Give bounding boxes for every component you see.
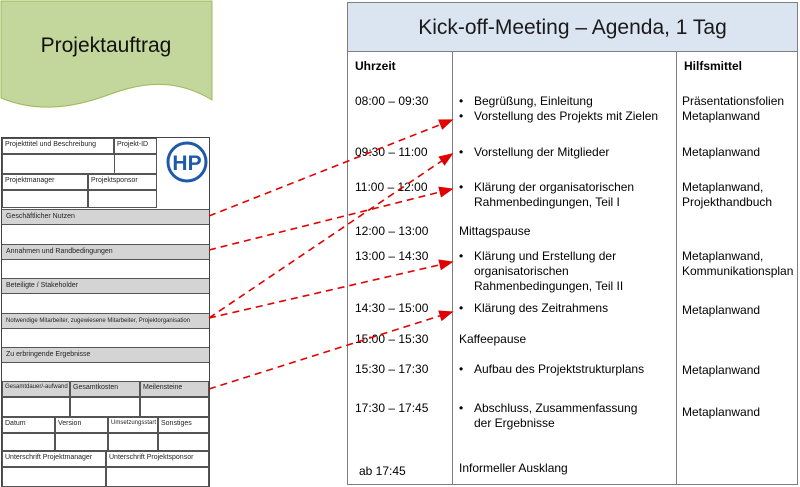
field-milestones-value <box>140 397 209 417</box>
agenda-item: Aufbau des Projektstrukturplans <box>459 362 674 377</box>
agenda-item: Vorstellung der Mitglieder <box>459 145 674 160</box>
agenda-time: ab 17:45 <box>359 464 406 478</box>
kickoff-agenda-panel: Kick-off-Meeting – Agenda, 1 Tag Uhrzeit… <box>347 2 798 485</box>
field-stakeholders: Beteiligte / Stakeholder <box>2 278 209 294</box>
column-header-time: Uhrzeit <box>355 59 396 73</box>
agenda-break: Mittagspause <box>459 224 531 238</box>
agenda-tool: Metaplanwand <box>682 363 761 377</box>
field-assumptions: Annahmen und Randbedingungen <box>2 244 209 260</box>
column-header-tools: Hilfsmittel <box>684 59 743 73</box>
agenda-time: 15:30 – 17:30 <box>355 362 429 376</box>
field-manager-value <box>2 190 88 208</box>
field-cost: Gesamtkosten <box>70 381 140 397</box>
agenda-tool: Metaplanwand, <box>682 180 764 194</box>
field-sponsor-value <box>88 190 157 208</box>
agenda-tool: Kommunikationsplan <box>682 264 794 278</box>
agenda-item: Vorstellung des Projekts mit Zielen <box>459 109 674 124</box>
agenda-time: 09:30 – 11:00 <box>355 145 428 159</box>
agenda-time: 12:00 – 13:00 <box>355 224 429 238</box>
agenda-time: 11:00 – 12:00 <box>355 180 428 194</box>
field-signature-sponsor-value <box>106 467 209 487</box>
field-effort-value <box>2 397 70 417</box>
agenda-time: 13:00 – 14:30 <box>355 249 429 263</box>
column-divider <box>676 52 677 484</box>
field-effort: Gesamtdauer/-aufwand <box>2 381 70 397</box>
agenda-time: 08:00 – 09:30 <box>355 94 429 108</box>
agenda-item: Begrüßung, Einleitung <box>459 94 674 109</box>
agenda-tool: Präsentationsfolien <box>682 94 785 108</box>
svg-text:HP: HP <box>172 152 201 175</box>
field-signature-manager-value <box>2 467 106 487</box>
agenda-title: Kick-off-Meeting – Agenda, 1 Tag <box>348 3 797 52</box>
agenda-item: Klärung des Zeitrahmens <box>459 301 674 316</box>
agenda-tool: Metaplanwand <box>682 109 761 123</box>
field-signature-manager: Unterschrift Projektmanager <box>2 451 106 467</box>
field-date-value <box>2 433 55 451</box>
agenda-tool: Metaplanwand <box>682 405 761 419</box>
field-project-id-value <box>114 154 157 174</box>
field-version-value <box>55 433 108 451</box>
agenda-item: Klärung der organisatorischen Rahmenbedi… <box>459 180 660 210</box>
field-deliverables: Zu erbringende Ergebnisse <box>2 347 209 363</box>
agenda-time: 14:30 – 15:00 <box>355 301 429 315</box>
agenda-tool: Metaplanwand <box>682 303 761 317</box>
field-milestones: Meilensteine <box>140 381 209 397</box>
field-staff: Notwendige Mitarbeiter, zugewiesene Mita… <box>2 313 209 329</box>
agenda-item: Abschluss, Zusammenfassung der Ergebniss… <box>459 401 654 431</box>
field-date: Datum <box>2 417 55 433</box>
projektauftrag-document-shape <box>0 0 213 108</box>
agenda-item: Klärung und Erstellung der organisatoris… <box>459 249 644 294</box>
agenda-tool: Metaplanwand, <box>682 249 764 263</box>
agenda-time: 17:30 – 17:45 <box>355 401 429 415</box>
agenda-tool: Projekthandbuch <box>682 195 773 209</box>
field-signature-sponsor: Unterschrift Projektsponsor <box>106 451 209 467</box>
field-project-id: Projekt-ID <box>114 138 157 154</box>
field-other: Sonstiges <box>158 417 209 433</box>
field-version: Version <box>55 417 108 433</box>
project-order-form: Projekttitel und Beschreibung Projekt-ID… <box>1 137 210 487</box>
field-start: Umsetzungsstart <box>108 417 158 433</box>
column-divider <box>452 52 453 484</box>
field-business-value: Geschäftlicher Nutzen <box>2 209 209 225</box>
field-manager: Projektmanager <box>2 174 88 190</box>
field-start-value <box>108 433 158 451</box>
company-logo: HP <box>165 141 209 183</box>
field-other-value <box>158 433 209 451</box>
agenda-break: Kaffeepause <box>459 332 527 346</box>
field-sponsor: Projektsponsor <box>88 174 157 190</box>
agenda-tool: Metaplanwand <box>682 145 761 159</box>
projektauftrag-title: Projektauftrag <box>40 34 172 57</box>
field-cost-value <box>70 397 140 417</box>
agenda-time: 15:00 – 15:30 <box>355 332 429 346</box>
field-title-description: Projekttitel und Beschreibung <box>2 138 114 154</box>
agenda-closing: Informeller Ausklang <box>459 461 568 475</box>
